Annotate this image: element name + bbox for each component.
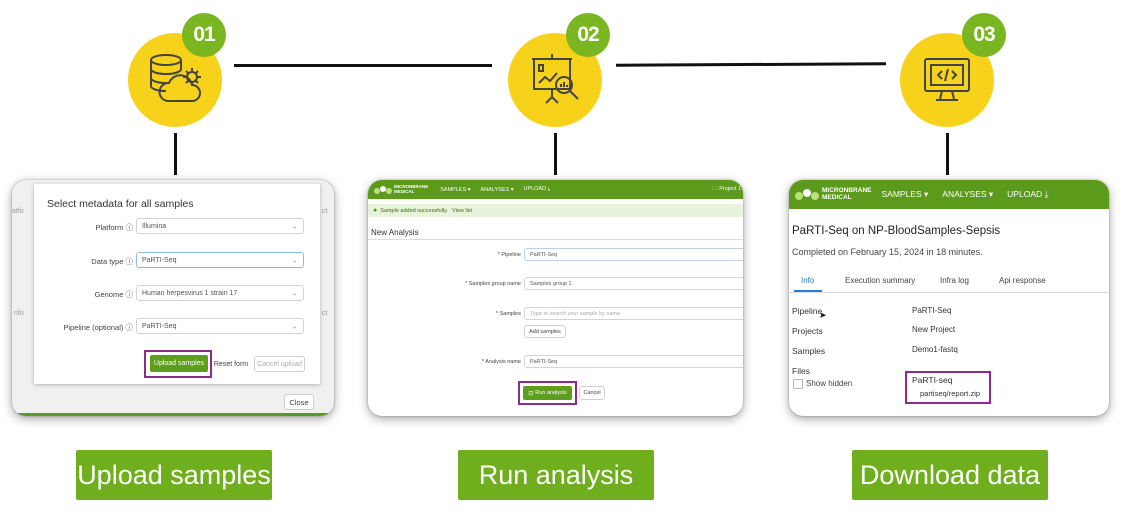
logo-mark-icon bbox=[795, 188, 819, 200]
files-key: Files bbox=[792, 366, 810, 376]
nav-samples[interactable]: SAMPLES ▾ bbox=[440, 186, 471, 193]
step-3-badge: 03 bbox=[962, 13, 1006, 57]
download-data-cta[interactable]: Download data bbox=[852, 450, 1048, 500]
pipeline-select[interactable]: PaRTI-Seq⌄ bbox=[136, 318, 304, 334]
presentation-chart-magnifier-icon bbox=[532, 54, 579, 104]
database-cloud-gear-icon bbox=[150, 54, 201, 102]
bg-text-right-1: ct bbox=[322, 208, 328, 215]
bottom-green-strip bbox=[12, 413, 334, 416]
analysis-name-input[interactable]: PaRTI-Seq bbox=[524, 355, 743, 368]
chevron-down-icon: ⌄ bbox=[291, 255, 298, 265]
pipeline-value: PaRTI-Seq bbox=[912, 306, 952, 315]
chevron-down-icon: ⌄ bbox=[291, 321, 298, 331]
stem-line-2 bbox=[554, 133, 557, 175]
analysis-title: PaRTI-Seq on NP-BloodSamples-Sepsis bbox=[792, 225, 1001, 237]
run-button-highlight bbox=[518, 381, 577, 405]
section-divider bbox=[368, 239, 743, 240]
logo-mark-icon bbox=[374, 185, 392, 194]
help-icon: ⓘ bbox=[125, 257, 134, 266]
show-hidden-checkbox[interactable] bbox=[793, 379, 803, 389]
analysis-name-label: * Analysis name bbox=[481, 359, 521, 365]
tab-info[interactable]: Info bbox=[801, 276, 815, 285]
section-title: New Analysis bbox=[371, 228, 419, 237]
genome-label: Genome ⓘ bbox=[94, 290, 134, 299]
stem-line-3 bbox=[946, 133, 949, 175]
nav-upload[interactable]: UPLOAD ⤓ bbox=[1007, 189, 1049, 199]
modal-title: Select metadata for all samples bbox=[47, 198, 194, 210]
play-icon: ⊡ bbox=[528, 390, 534, 397]
step-1-badge: 01 bbox=[182, 13, 226, 57]
pipeline-label: Pipeline (optional) ⓘ bbox=[63, 323, 134, 332]
run-analysis-cta[interactable]: Run analysis bbox=[458, 450, 654, 500]
stem-line-1 bbox=[174, 133, 177, 175]
pipeline-key: Pipeline bbox=[792, 306, 823, 316]
upload-screenshot-card: atfo nfo ct ct Select metadata for all s… bbox=[12, 180, 334, 416]
pipeline-label: * Pipeline bbox=[497, 252, 521, 258]
pipeline-input[interactable]: PaRTI-Seq bbox=[524, 248, 743, 261]
platform-label: Platform ⓘ bbox=[95, 223, 134, 232]
data-type-label: Data type ⓘ bbox=[91, 257, 134, 266]
nav-project[interactable]: 🗀 Project 1 bbox=[712, 186, 741, 192]
view-list-link[interactable]: View list bbox=[452, 207, 473, 214]
step-2-badge: 02 bbox=[566, 13, 610, 57]
reset-form-button[interactable]: Reset form bbox=[212, 356, 250, 372]
samples-key: Samples bbox=[792, 346, 826, 356]
alert-text: Sample added successfully. bbox=[380, 207, 449, 214]
check-circle-icon: ● bbox=[373, 207, 378, 214]
nav-analyses[interactable]: ANALYSES ▾ bbox=[480, 186, 514, 193]
add-samples-button[interactable]: Add samples bbox=[524, 325, 566, 338]
samples-group-input[interactable]: Samples group 1 bbox=[524, 277, 743, 290]
completed-text: Completed on February 15, 2024 in 18 min… bbox=[792, 247, 983, 257]
data-type-select[interactable]: PaRTI-Seq⌄ bbox=[136, 252, 304, 268]
samples-search-input[interactable]: Type to search your sample by name bbox=[524, 307, 743, 320]
projects-key: Projects bbox=[792, 326, 823, 336]
file-group-label: PaRTI-seq bbox=[912, 375, 953, 385]
upload-modal: Select metadata for all samples Platform… bbox=[34, 184, 320, 384]
report-zip-link[interactable]: partiseq/report.zip bbox=[920, 389, 981, 398]
platform-select[interactable]: Illumina⌄ bbox=[136, 218, 304, 234]
nav-samples[interactable]: SAMPLES ▾ bbox=[881, 189, 929, 199]
files-highlight bbox=[905, 371, 991, 404]
cancel-button[interactable]: Cancel bbox=[579, 386, 605, 400]
cursor-icon: ➤ bbox=[819, 310, 827, 320]
cancel-upload-button[interactable]: Cancel upload bbox=[254, 356, 305, 372]
chevron-down-icon: ⌄ bbox=[291, 288, 298, 298]
samples-value: Demo1-fastq bbox=[912, 345, 958, 354]
connector-line-2-3 bbox=[615, 62, 887, 67]
tab-execution-summary[interactable]: Execution summary bbox=[845, 276, 916, 285]
connector-line-1-2 bbox=[234, 64, 492, 67]
nav-upload[interactable]: UPLOAD ⤓ bbox=[523, 186, 551, 192]
chevron-down-icon: ⌄ bbox=[291, 221, 298, 231]
bg-text-left-2: nfo bbox=[14, 310, 24, 317]
tab-infra-log[interactable]: Infra log bbox=[940, 276, 969, 285]
bg-text-right-2: ct bbox=[322, 310, 328, 317]
show-hidden-label: Show hidden bbox=[806, 379, 853, 388]
samples-label: * Samples bbox=[495, 311, 521, 317]
monitor-code-icon bbox=[924, 58, 970, 101]
upload-button-highlight bbox=[144, 350, 212, 378]
tabs-divider bbox=[789, 292, 1109, 293]
bg-text-left-1: atfo bbox=[12, 208, 24, 215]
upload-samples-button[interactable]: Upload samples bbox=[150, 355, 208, 372]
tab-api-response[interactable]: Api response bbox=[999, 276, 1046, 285]
projects-value: New Project bbox=[912, 325, 956, 334]
tab-active-underline bbox=[794, 290, 822, 292]
run-analysis-button[interactable]: ⊡Run analysis bbox=[523, 386, 572, 400]
genome-select[interactable]: Human herpesvirus 1 strain 17⌄ bbox=[136, 285, 304, 301]
nav-analyses[interactable]: ANALYSES ▾ bbox=[942, 189, 994, 199]
help-icon: ⓘ bbox=[125, 290, 134, 299]
success-alert: ● Sample added successfully. View list bbox=[368, 204, 743, 217]
help-icon: ⓘ bbox=[125, 223, 134, 232]
upload-samples-cta[interactable]: Upload samples bbox=[76, 450, 272, 500]
close-button[interactable]: Close bbox=[284, 394, 314, 410]
samples-group-label: * Samples group name bbox=[465, 281, 521, 287]
help-icon: ⓘ bbox=[125, 323, 134, 332]
